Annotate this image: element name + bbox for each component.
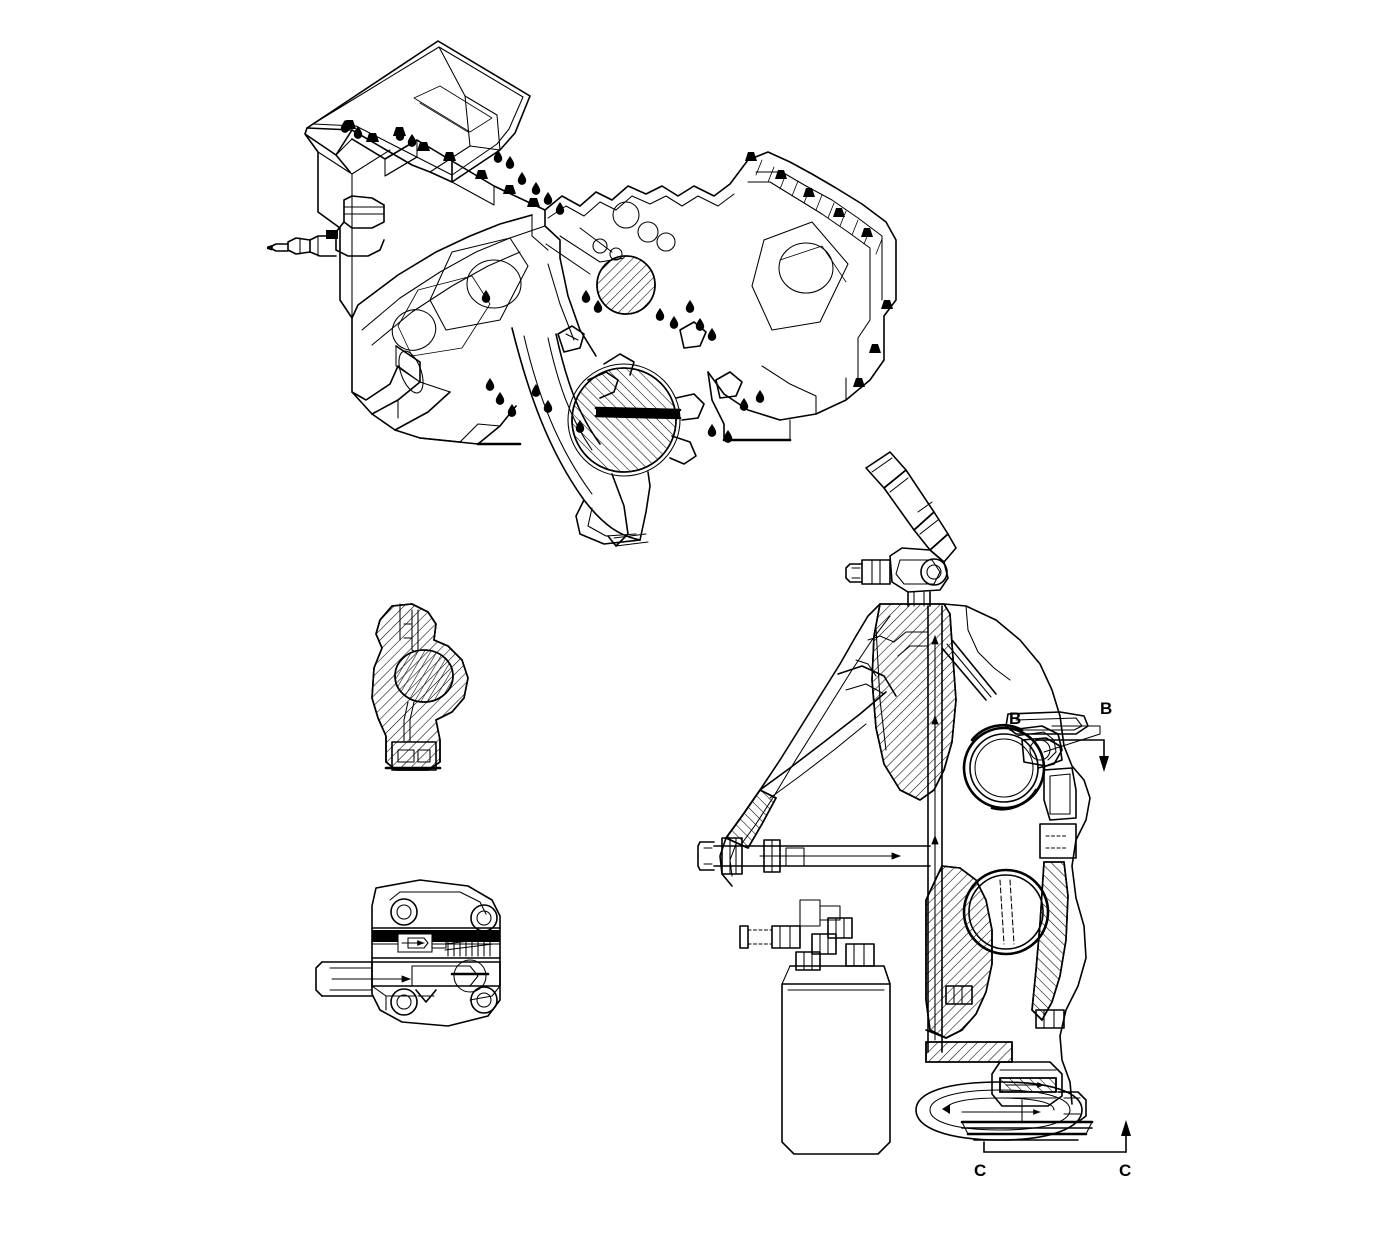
view-section-detail-relief-valve bbox=[315, 879, 501, 1027]
view-cutaway-perspective-v-engine bbox=[267, 40, 897, 547]
relief-spring bbox=[444, 931, 494, 957]
cylinder-head-right-bank bbox=[707, 151, 897, 442]
section-marker-b-right: B bbox=[1100, 699, 1112, 718]
section-marker-c-left: C bbox=[974, 1161, 986, 1180]
oil-pressure-sender-fitting bbox=[267, 195, 385, 257]
oil-pressure-sender-assembly bbox=[845, 451, 957, 607]
view-engine-cross-section bbox=[697, 451, 1101, 1155]
section-marker-c-right: C bbox=[1119, 1161, 1131, 1180]
section-marker-b-left: B bbox=[1009, 709, 1021, 728]
lower-block-section bbox=[925, 861, 1069, 1063]
oil-pump-pickup-screen bbox=[915, 1061, 1094, 1141]
section-line-bb bbox=[1035, 739, 1109, 772]
view-section-detail-main-bearing bbox=[371, 603, 469, 771]
cylinder-head-left-bank bbox=[304, 120, 546, 443]
section-marker-group: B B C C bbox=[974, 699, 1131, 1180]
horizontal-oil-gallery bbox=[697, 837, 931, 875]
crankshaft-main-bearing-section bbox=[511, 327, 705, 547]
connecting-rod-journals bbox=[557, 321, 743, 399]
cylinder-block-left-bank bbox=[351, 214, 546, 446]
oil-filter-canister bbox=[739, 899, 891, 1155]
section-line-cc bbox=[983, 1120, 1131, 1153]
crankshaft-upper-journal bbox=[962, 711, 1101, 859]
